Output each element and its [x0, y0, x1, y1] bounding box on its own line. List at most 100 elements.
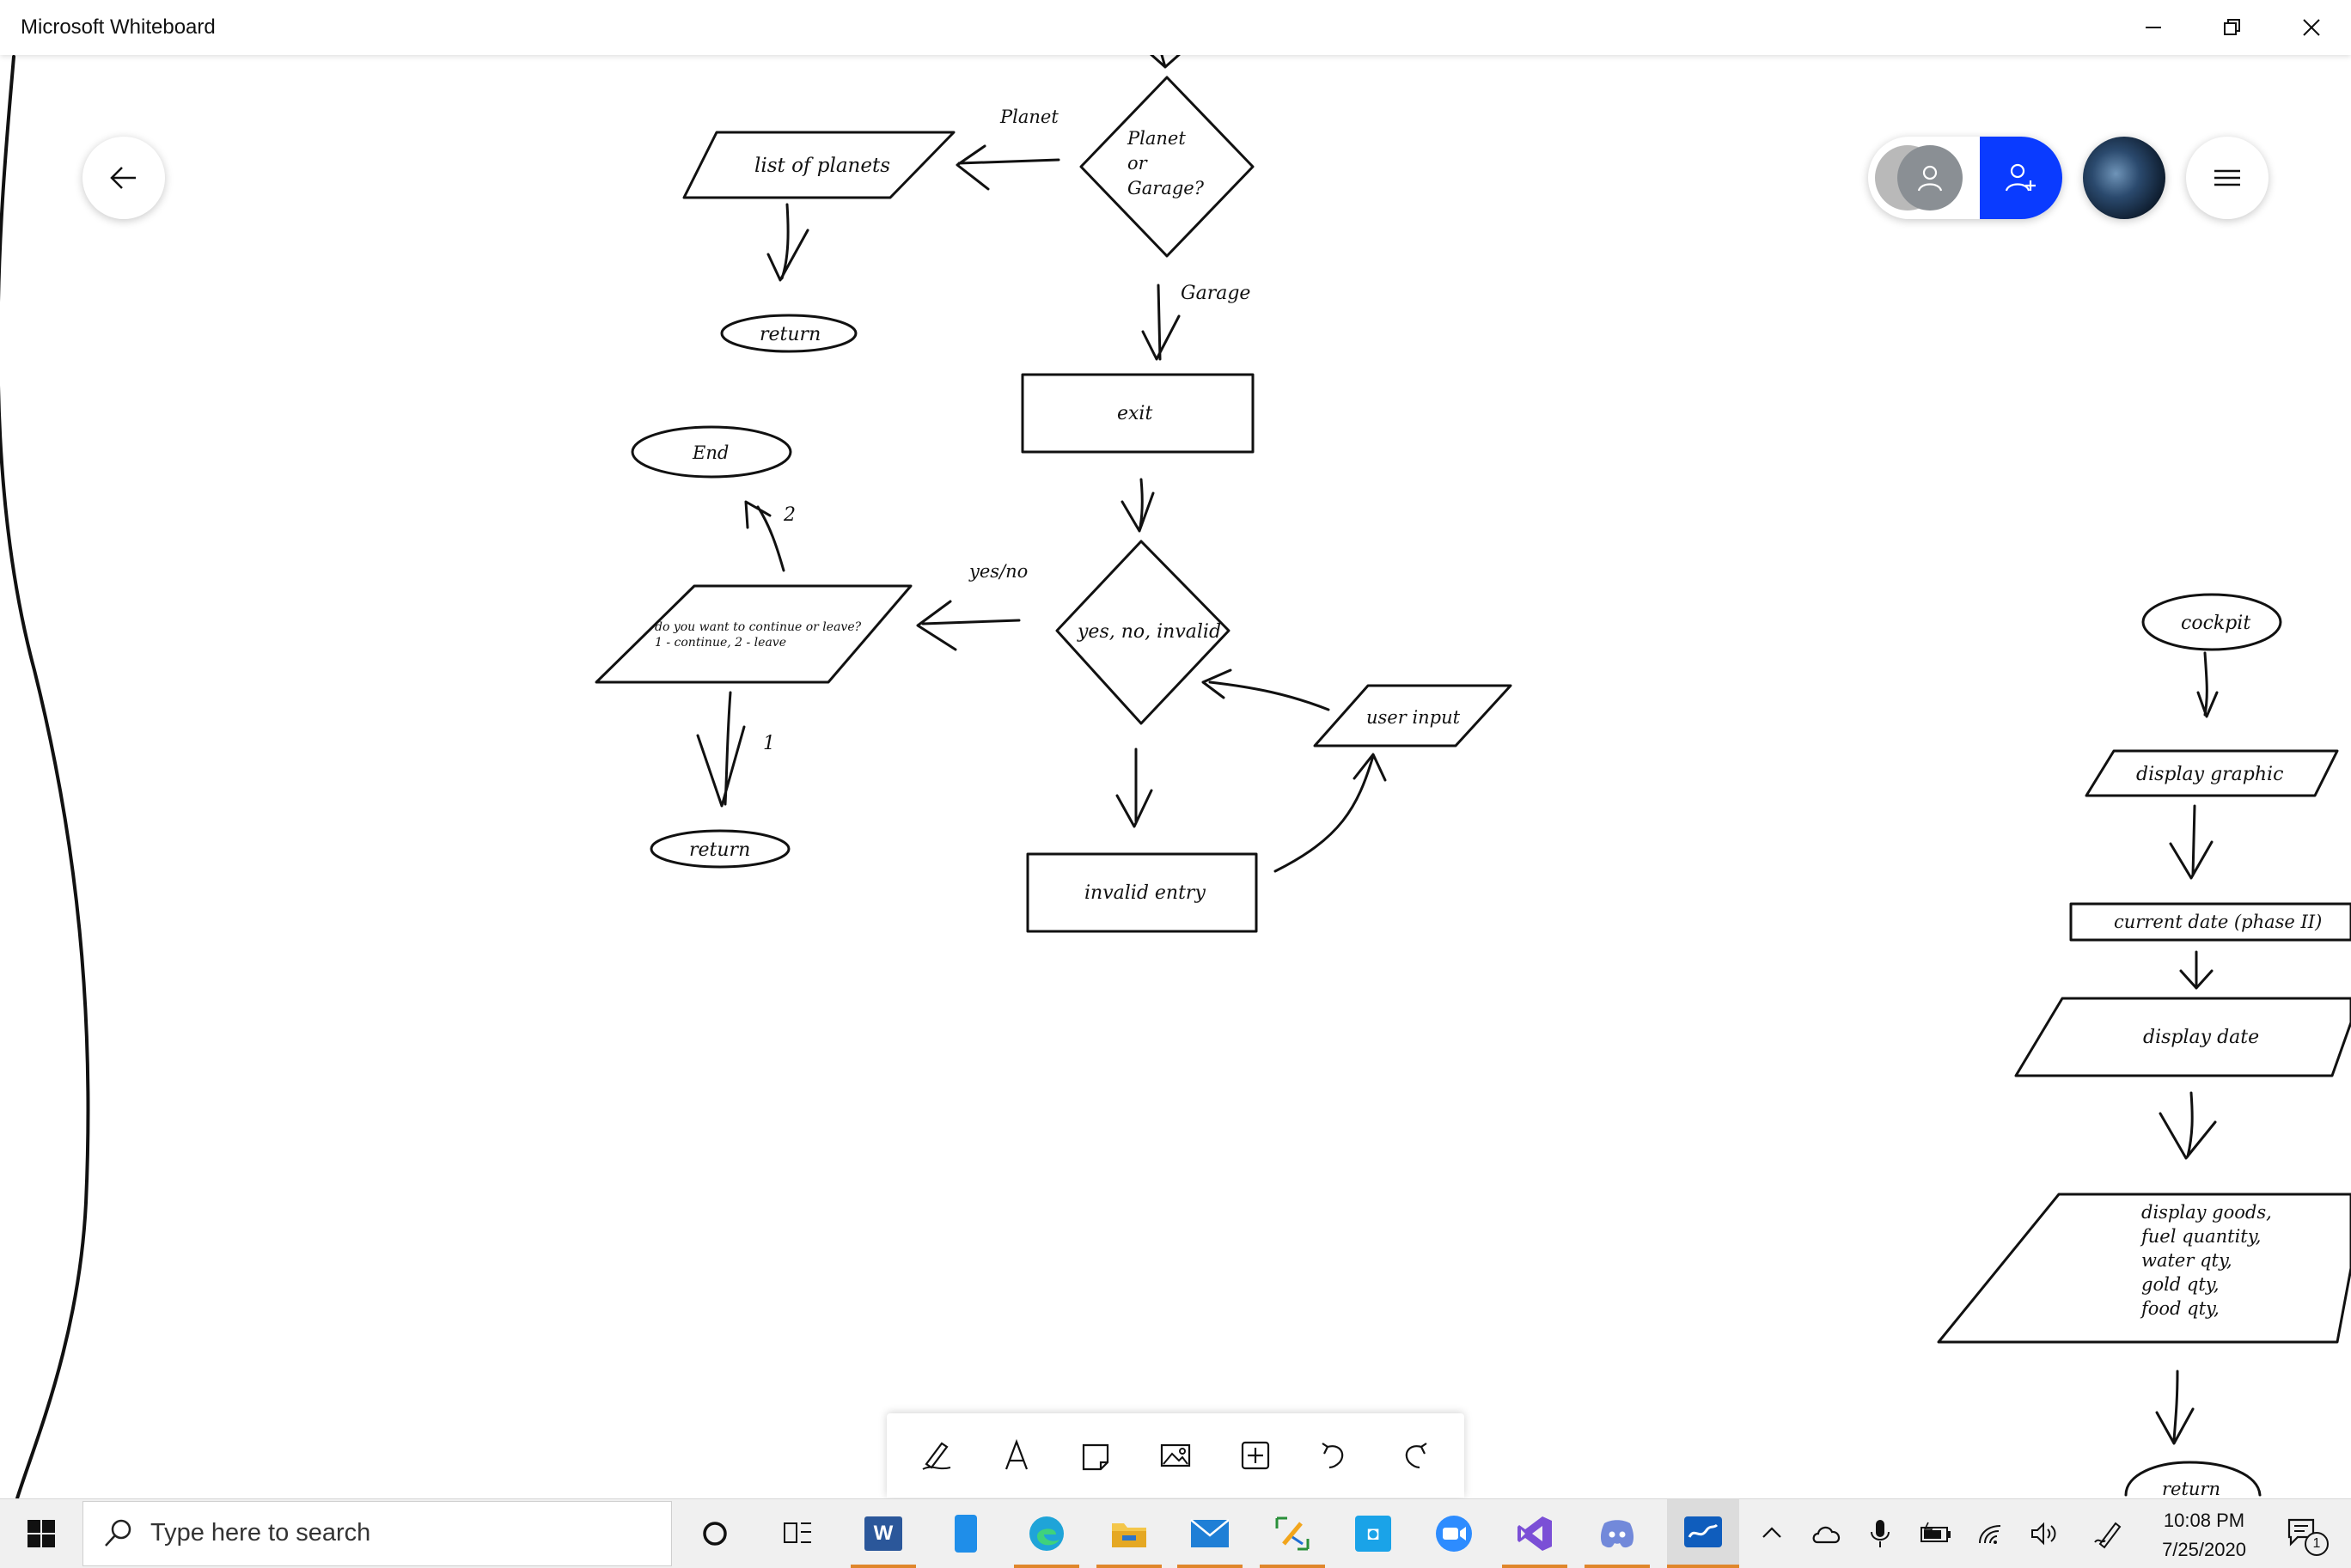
- question-text-line2: 1 - continue, 2 - leave: [655, 636, 786, 650]
- network-button[interactable]: [1968, 1510, 2016, 1558]
- windows-taskbar: Type here to search W ◘: [0, 1498, 2351, 1568]
- onedrive-button[interactable]: [1803, 1510, 1851, 1558]
- display-graphic-text: display graphic: [2136, 764, 2283, 785]
- edge-button[interactable]: [1023, 1510, 1071, 1558]
- action-center-button[interactable]: 1: [2279, 1510, 2329, 1558]
- back-arrow-icon: [110, 167, 136, 189]
- snip-sketch-button[interactable]: [1268, 1510, 1316, 1558]
- end-shape: [631, 425, 792, 479]
- invalid-entry-shape: [1026, 852, 1258, 933]
- battery-button[interactable]: [1911, 1510, 1959, 1558]
- task-view-button[interactable]: [773, 1510, 821, 1558]
- display-goods-line2: fuel quantity,: [2140, 1226, 2261, 1247]
- microphone-button[interactable]: [1856, 1510, 1904, 1558]
- current-date-shape: [2069, 902, 2351, 942]
- discord-icon: [1600, 1520, 1634, 1548]
- bottom-toolbar: [887, 1413, 1464, 1498]
- snip-active-indicator: [1260, 1565, 1325, 1568]
- decision-yes-no-invalid: [1055, 540, 1230, 725]
- user-icon: [1917, 165, 1943, 192]
- title-bar: Microsoft Whiteboard: [0, 0, 2351, 55]
- word-taskbar-button[interactable]: W: [859, 1510, 907, 1558]
- decision-planet-or-garage: [1079, 76, 1255, 258]
- whiteboard-taskbar-button[interactable]: [1667, 1499, 1739, 1568]
- microphone-icon: [1871, 1520, 1890, 1547]
- phone-icon: [955, 1515, 977, 1553]
- label-yes-no: yes/no: [968, 561, 1028, 582]
- clock-time: 10:08 PM: [2163, 1510, 2245, 1531]
- close-button[interactable]: [2272, 0, 2351, 55]
- participant-avatar: [1897, 145, 1963, 210]
- skype-store-button[interactable]: ◘: [1349, 1510, 1397, 1558]
- visual-studio-button[interactable]: [1511, 1510, 1559, 1558]
- undo-icon: [1322, 1443, 1344, 1469]
- task-view-icon: [784, 1522, 811, 1543]
- invite-button[interactable]: [1980, 137, 2062, 219]
- close-icon: [2303, 19, 2320, 36]
- decision-invalid-text: yes, no, invalid: [1077, 621, 1221, 643]
- cortana-button[interactable]: [691, 1510, 739, 1558]
- wifi-icon: [1979, 1525, 2001, 1544]
- decision-text-line2: or: [1127, 153, 1149, 174]
- flowchart-drawing: Planet Planet or Garage? list of planets…: [0, 52, 2351, 1500]
- insert-button[interactable]: [1228, 1428, 1283, 1483]
- restore-button[interactable]: [2193, 0, 2272, 55]
- mail-active-indicator: [1177, 1565, 1243, 1568]
- zoom-icon: [1436, 1516, 1472, 1552]
- whiteboard-canvas[interactable]: Planet Planet or Garage? list of planets…: [0, 52, 2351, 1500]
- chevron-up-icon: [1762, 1527, 1781, 1538]
- share-control[interactable]: [1868, 137, 2062, 219]
- clock[interactable]: 10:08 PM 7/25/2020: [2148, 1506, 2260, 1565]
- sticky-note-icon: [1083, 1443, 1109, 1471]
- vs-active-indicator: [1502, 1565, 1567, 1568]
- whiteboard-icon: [1684, 1516, 1722, 1547]
- plus-box-icon: [1241, 1441, 1269, 1470]
- question-shape: [595, 584, 913, 684]
- minimize-button[interactable]: [2114, 0, 2193, 55]
- folder-icon: [1112, 1523, 1146, 1547]
- cockpit-shape: [2141, 593, 2282, 651]
- phone-app-button[interactable]: [942, 1510, 990, 1558]
- explorer-active-indicator: [1096, 1565, 1162, 1568]
- undo-button[interactable]: [1307, 1428, 1362, 1483]
- invalid-entry-text: invalid entry: [1084, 882, 1206, 904]
- note-tool-button[interactable]: [1068, 1428, 1123, 1483]
- list-of-planets-text: list of planets: [754, 155, 890, 177]
- profile-avatar[interactable]: [2083, 137, 2165, 219]
- notification-icon: [2287, 1518, 2315, 1547]
- volume-button[interactable]: [2021, 1510, 2069, 1558]
- redo-icon: [1405, 1443, 1427, 1469]
- label-garage: Garage: [1181, 283, 1250, 304]
- text-tool-button[interactable]: [989, 1428, 1044, 1483]
- taskbar-search-box[interactable]: Type here to search: [82, 1501, 672, 1566]
- return-top-text: return: [760, 324, 821, 345]
- discord-button[interactable]: [1593, 1510, 1641, 1558]
- redo-button[interactable]: [1387, 1428, 1442, 1483]
- mail-button[interactable]: [1186, 1510, 1234, 1558]
- label-2: 2: [783, 504, 796, 526]
- file-explorer-button[interactable]: [1105, 1510, 1153, 1558]
- cockpit-text: cockpit: [2181, 613, 2250, 634]
- zoom-button[interactable]: [1430, 1510, 1478, 1558]
- image-icon: [1160, 1443, 1191, 1467]
- label-planet: Planet: [999, 107, 1059, 127]
- cortana-circle-icon: [703, 1522, 727, 1546]
- hamburger-menu-icon: [2214, 169, 2240, 186]
- end-text: End: [692, 442, 729, 463]
- pen-icon: [922, 1442, 951, 1470]
- return-middle-text: return: [689, 839, 750, 861]
- search-icon: [105, 1519, 131, 1547]
- settings-menu-button[interactable]: [2186, 137, 2269, 219]
- user-input-shape: [1313, 684, 1512, 747]
- app-store-icon: ◘: [1355, 1516, 1391, 1552]
- windows-ink-button[interactable]: [2085, 1510, 2133, 1558]
- image-tool-button[interactable]: [1148, 1428, 1203, 1483]
- back-button[interactable]: [82, 137, 165, 219]
- display-goods-line1: display goods,: [2141, 1202, 2272, 1223]
- show-hidden-icons-button[interactable]: [1748, 1510, 1796, 1558]
- start-button[interactable]: [17, 1510, 65, 1558]
- edge-active-indicator: [1014, 1565, 1079, 1568]
- display-goods-shape: [1937, 1193, 2351, 1344]
- display-goods-line5: food qty,: [2140, 1298, 2220, 1319]
- inking-tool-button[interactable]: [909, 1428, 964, 1483]
